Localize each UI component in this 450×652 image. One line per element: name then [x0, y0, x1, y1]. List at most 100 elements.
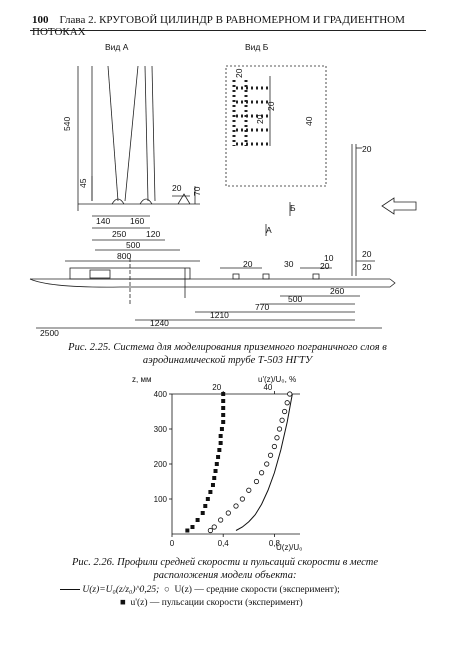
- fluctuation-point: [200, 511, 205, 515]
- flow-direction-arrow: [381, 197, 417, 215]
- fluctuation-point: [205, 497, 210, 501]
- view-b-frame: [225, 65, 327, 187]
- fig26-caption: Рис. 2.26. Профили средней скорости и пу…: [71, 557, 379, 581]
- arrow-label-a: А: [266, 225, 272, 235]
- dim-260: 260: [330, 286, 344, 296]
- x-tick-label: 0: [170, 539, 175, 548]
- fluctuation-point: [221, 392, 226, 396]
- mean-velocity-point: [267, 452, 274, 458]
- dim-vb-20a: 20: [266, 101, 276, 111]
- fluctuation-point: [219, 427, 224, 431]
- y-tick-label: 200: [154, 460, 168, 469]
- dim-30: 30: [284, 259, 294, 269]
- fluctuation-point: [216, 455, 221, 459]
- mean-velocity-point: [274, 435, 280, 441]
- mean-velocity-point: [211, 524, 217, 530]
- spire-foot-2: [139, 198, 153, 205]
- dim-1210: 1210: [210, 310, 229, 320]
- fluctuation-point: [195, 518, 200, 522]
- y-tick-label: 100: [154, 495, 168, 504]
- mean-velocity-point: [279, 417, 285, 423]
- view-a-label: Вид А: [105, 42, 129, 52]
- dim-120: 120: [146, 229, 160, 239]
- legend-line-sample: [60, 589, 80, 591]
- x2-tick-label: 20: [212, 383, 221, 392]
- legend-row-2: ■ u'(z) — пульсации скорости (эксперимен…: [60, 597, 420, 610]
- fluctuation-point: [208, 490, 213, 494]
- mean-velocity-point: [264, 461, 270, 467]
- dim-770: 770: [255, 302, 269, 312]
- wind-tunnel-drawing: Вид А Вид Б 540 45 20 70 140 160 250 120…: [29, 42, 417, 336]
- fluctuation-point: [190, 525, 195, 529]
- spire-1: [107, 65, 119, 202]
- mean-velocity-point: [207, 527, 214, 534]
- fig26-legend: U(z)=U₀(z/z₀)^0,25; ○ U(z) — средние ско…: [60, 584, 420, 610]
- x-axis-label: U(z)/U₀: [276, 543, 302, 552]
- dim-800: 800: [117, 251, 131, 261]
- mean-velocity-point: [218, 517, 224, 523]
- mean-velocity-point: [276, 426, 283, 432]
- dim-20e: 20: [320, 261, 330, 271]
- x-tick-label: 0,8: [269, 539, 281, 548]
- mean-velocity-point: [246, 487, 252, 493]
- dim-20b: 20: [243, 259, 253, 269]
- tunnel-floor-profile: [29, 278, 396, 288]
- mean-velocity-point: [225, 510, 231, 516]
- fluctuation-point: [221, 413, 226, 417]
- fluctuation-point: [221, 420, 226, 424]
- view-b-roughness-grid: [232, 76, 271, 146]
- dim-vb-20b: 20: [234, 68, 244, 78]
- power-law-curve: [235, 393, 293, 531]
- dim-160: 160: [130, 216, 144, 226]
- header-rule: [30, 30, 426, 31]
- fig25-caption: Рис. 2.25. Система для моделирования при…: [68, 342, 387, 366]
- dim-vb-20c: 20: [255, 114, 265, 124]
- spire-2b: [151, 65, 156, 202]
- running-title: Глава 2. КРУГОВОЙ ЦИЛИНДР В РАВНОМЕРНОМ …: [32, 14, 405, 38]
- dim-70: 70: [192, 186, 202, 196]
- fluctuation-point: [221, 406, 226, 410]
- legend-row-1: U(z)=U₀(z/z₀)^0,25; ○ U(z) — средние ско…: [60, 584, 420, 597]
- mean-velocity-point: [253, 478, 260, 485]
- dim-500b: 500: [288, 294, 302, 304]
- x2-tick-label: 40: [263, 383, 272, 392]
- legend-filled-marker: ■: [120, 598, 129, 608]
- mean-velocity-point: [271, 443, 277, 450]
- fluctuation-point: [218, 434, 223, 438]
- fluctuation-point: [212, 476, 217, 480]
- fluctuation-point: [221, 399, 226, 403]
- dim-top-20: 20: [362, 144, 372, 154]
- dim-10: 10: [324, 253, 334, 263]
- top-axis-label: u'(z)/U₀, %: [258, 375, 296, 384]
- view-b-label: Вид Б: [245, 42, 269, 52]
- page-number: 100: [32, 14, 49, 26]
- fluctuation-point: [218, 441, 223, 445]
- mean-velocity-point: [233, 503, 239, 509]
- fluctuation-point: [185, 528, 190, 533]
- fluctuation-point: [213, 469, 218, 473]
- y-tick-label: 300: [154, 425, 168, 434]
- dim-250: 250: [112, 229, 126, 239]
- x-tick-label: 0,4: [218, 539, 230, 548]
- roughness-block: [177, 193, 191, 205]
- page-header: 100 Глава 2. КРУГОВОЙ ЦИЛИНДР В РАВНОМЕР…: [32, 14, 450, 38]
- fluctuation-point: [210, 483, 215, 487]
- legend-text-1: U(z) — средние скорости (эксперимент);: [174, 585, 340, 595]
- mean-velocity-point: [239, 496, 246, 502]
- y-tick-label: 400: [154, 390, 168, 399]
- spire-2: [144, 65, 149, 202]
- spire-1b: [124, 65, 139, 202]
- mean-velocity-point: [259, 470, 265, 476]
- legend-open-marker: ○: [161, 585, 173, 595]
- legend-formula: U(z)=U₀(z/z₀)^0,25;: [82, 585, 160, 595]
- dim-45: 45: [78, 178, 88, 188]
- dim-500: 500: [126, 240, 140, 250]
- spire-foot-1: [111, 198, 125, 205]
- fluctuation-point: [217, 448, 222, 452]
- dim-2500: 2500: [40, 328, 59, 336]
- dim-140: 140: [96, 216, 110, 226]
- dim-20a: 20: [172, 183, 182, 193]
- dim-540: 540: [62, 117, 72, 131]
- mean-velocity-point: [284, 400, 290, 406]
- dim-vb-40: 40: [304, 116, 314, 126]
